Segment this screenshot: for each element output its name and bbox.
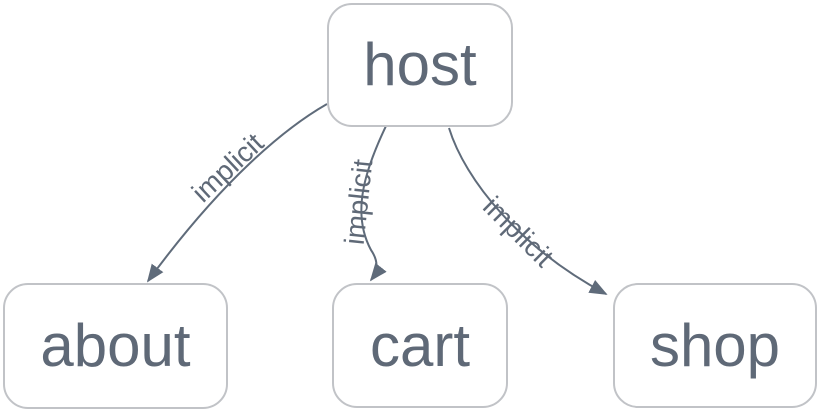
node-about: about: [3, 283, 228, 409]
node-shop: shop: [613, 283, 817, 408]
node-about-label: about: [40, 312, 191, 379]
node-host: host: [327, 3, 513, 127]
node-host-label: host: [363, 31, 477, 98]
edge-host-cart: [360, 125, 387, 282]
node-cart: cart: [332, 283, 508, 408]
edge-host-shop: [448, 127, 608, 295]
edge-host-about: [146, 103, 328, 283]
node-cart-label: cart: [369, 311, 471, 379]
node-shop-label: shop: [649, 311, 781, 379]
